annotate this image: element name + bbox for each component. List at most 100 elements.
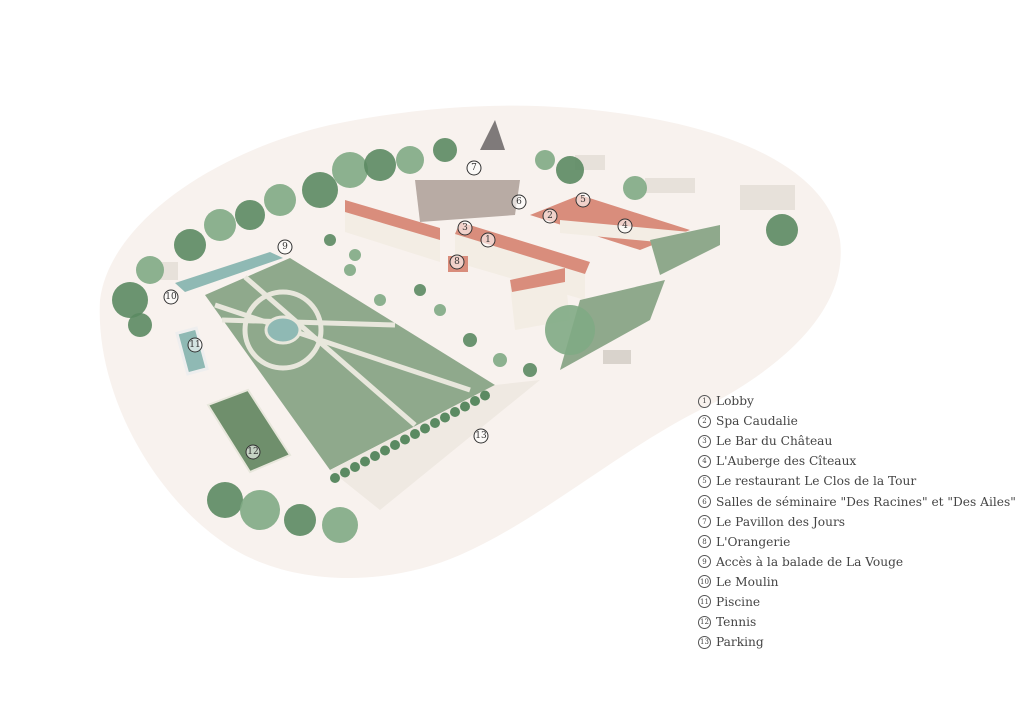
map-marker-13[interactable]: 13 — [473, 428, 489, 444]
tree — [396, 146, 424, 174]
marker-circle — [245, 444, 261, 460]
tree — [545, 305, 595, 355]
legend-label: Parking — [716, 635, 764, 650]
legend-item-7[interactable]: 7 Le Pavillon des Jours — [698, 512, 1016, 532]
legend-number: 3 — [698, 434, 711, 448]
legend-number: 13 — [698, 635, 711, 649]
map-marker-12[interactable]: 12 — [245, 444, 261, 460]
fountain-basin — [264, 315, 302, 345]
legend-item-11[interactable]: 11 Piscine — [698, 592, 1016, 612]
map-marker-1[interactable]: 1 — [480, 232, 496, 248]
tree — [264, 184, 296, 216]
tree — [556, 156, 584, 184]
tennis-court — [206, 388, 292, 474]
garden-paths — [214, 275, 471, 427]
marker-circle — [449, 254, 465, 270]
hedge-tree — [440, 412, 450, 423]
hedge-tree — [350, 462, 360, 472]
map-marker-7[interactable]: 7 — [466, 160, 482, 176]
marker-circle — [542, 208, 558, 224]
legend-item-3[interactable]: 3 Le Bar du Château — [698, 431, 1016, 451]
legend-item-13[interactable]: 13 Parking — [698, 632, 1016, 652]
tree — [204, 209, 236, 241]
legend-label: Le Moulin — [716, 574, 779, 589]
legend-item-10[interactable]: 10 Le Moulin — [698, 572, 1016, 592]
trees — [112, 138, 798, 543]
legend-number: 9 — [698, 555, 711, 569]
tree — [207, 482, 243, 518]
legend-number: 7 — [698, 515, 711, 529]
hedge-tree — [470, 396, 480, 406]
hedge-tree — [480, 390, 490, 401]
legend-label: Salles de séminaire "Des Racines" et "De… — [716, 494, 1016, 509]
hedge-tree — [430, 418, 440, 428]
marker-number: 8 — [454, 257, 460, 267]
legend-item-6[interactable]: 6 Salles de séminaire "Des Racines" et "D… — [698, 491, 1016, 511]
map-marker-6[interactable]: 6 — [511, 194, 527, 210]
tree — [493, 353, 507, 367]
tree — [434, 304, 446, 316]
legend-label: Le Pavillon des Jours — [716, 514, 846, 529]
map-marker-10[interactable]: 10 — [163, 289, 179, 305]
hedge-tree — [380, 445, 390, 456]
legend-number: 4 — [698, 454, 711, 468]
tree — [766, 214, 798, 246]
marker-number: 9 — [282, 242, 288, 252]
legend-number: 2 — [698, 414, 711, 428]
legend-number: 8 — [698, 535, 711, 549]
tree — [463, 333, 477, 347]
hedge-tree — [410, 429, 420, 439]
legend-label: L'Orangerie — [716, 534, 791, 549]
tree — [523, 363, 537, 377]
legend-number: 5 — [698, 474, 711, 488]
legend-number: 10 — [698, 575, 711, 589]
marker-number: 6 — [516, 197, 522, 207]
map-marker-8[interactable]: 8 — [449, 254, 465, 270]
map-marker-5[interactable]: 5 — [575, 192, 591, 208]
map-marker-4[interactable]: 4 — [617, 218, 633, 234]
legend-number: 12 — [698, 615, 711, 629]
marker-circle — [466, 160, 482, 176]
legend-label: Piscine — [716, 594, 761, 609]
tree — [128, 313, 152, 337]
tree — [414, 284, 426, 296]
legend-number: 6 — [698, 495, 711, 509]
hedge-tree — [460, 401, 470, 412]
map-marker-11[interactable]: 11 — [187, 337, 203, 353]
hedge-tree — [370, 451, 380, 461]
tree — [344, 264, 356, 276]
marker-number: 4 — [622, 221, 628, 231]
tree — [240, 490, 280, 530]
map-marker-9[interactable]: 9 — [277, 239, 293, 255]
tree — [302, 172, 338, 208]
lawn-north-east — [650, 225, 720, 275]
tree — [374, 294, 386, 306]
legend-number: 11 — [698, 595, 711, 609]
marker-number: 7 — [471, 163, 477, 173]
marker-number: 12 — [247, 447, 258, 457]
tree — [136, 256, 164, 284]
marker-number: 3 — [462, 223, 468, 233]
marker-circle — [575, 192, 591, 208]
marker-circle — [187, 337, 203, 353]
marker-circle — [511, 194, 527, 210]
hedge-tree — [340, 467, 350, 478]
tree — [364, 149, 396, 181]
map-marker-2[interactable]: 2 — [542, 208, 558, 224]
hedge-tree — [400, 434, 410, 445]
legend-item-8[interactable]: 8 L'Orangerie — [698, 532, 1016, 552]
marker-number: 13 — [475, 431, 487, 441]
marker-circle — [473, 428, 489, 444]
tree — [623, 176, 647, 200]
map-marker-3[interactable]: 3 — [457, 220, 473, 236]
formal-garden — [205, 258, 495, 470]
legend-label: Le Bar du Château — [716, 434, 833, 449]
